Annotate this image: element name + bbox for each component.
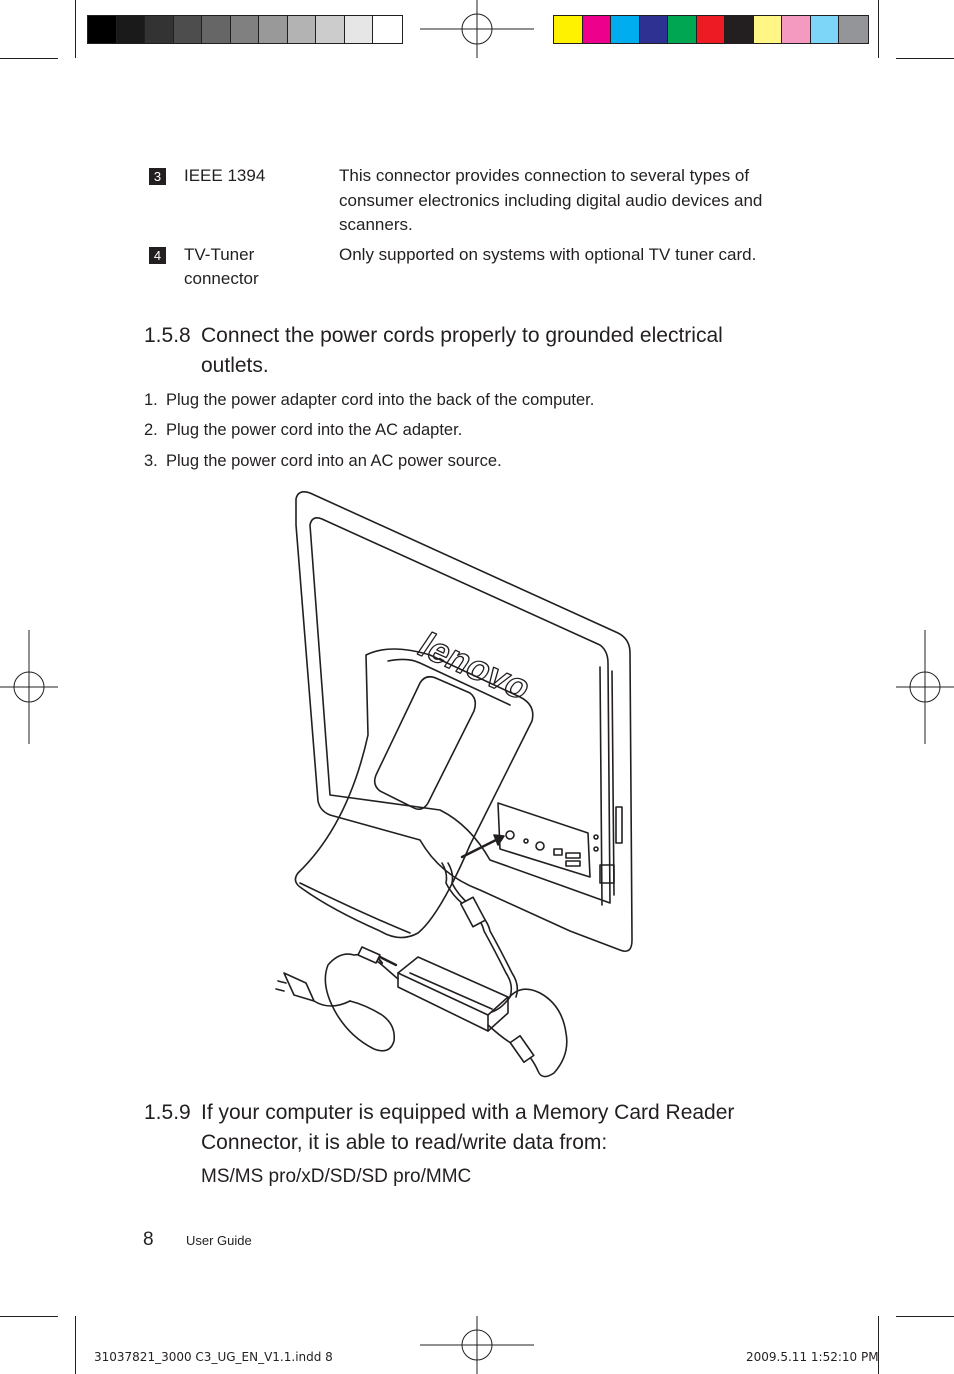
section-heading-1-5-9: 1.5.9 If your computer is equipped with a…	[144, 1098, 864, 1158]
process-swatch	[611, 16, 640, 43]
process-swatch	[725, 16, 754, 43]
registration-mark-left	[0, 630, 58, 744]
step-item: 3. Plug the power cord into an AC power s…	[144, 450, 502, 472]
process-swatch	[668, 16, 697, 43]
section-number: 1.5.9	[144, 1101, 191, 1124]
slug-timestamp: 2009.5.11 1:52:10 PM	[746, 1350, 879, 1364]
power-connection-illustration: lenovo	[275, 491, 633, 1078]
process-swatch	[696, 16, 725, 43]
grayscale-swatch	[230, 16, 259, 43]
step-text: Plug the power adapter cord into the bac…	[166, 391, 595, 409]
step-number: 1.	[144, 391, 158, 409]
grayscale-swatch	[287, 16, 316, 43]
registration-mark-bottom	[420, 1316, 534, 1374]
connector-description: Only supported on systems with optional …	[339, 245, 757, 264]
supported-media-list: MS/MS pro/xD/SD/SD pro/MMC	[201, 1166, 472, 1187]
grayscale-swatch	[88, 16, 117, 43]
registration-mark-right	[896, 630, 954, 744]
grayscale-swatch	[116, 16, 145, 43]
process-swatch	[839, 16, 868, 43]
connector-description: This connector provides connection to se…	[339, 166, 763, 234]
step-number: 2.	[144, 421, 158, 439]
process-swatch	[554, 16, 583, 43]
process-swatch	[810, 16, 839, 43]
connector-name: TV-Tuner connector	[184, 245, 259, 288]
section-number: 1.5.8	[144, 324, 191, 347]
grayscale-swatch	[373, 16, 402, 43]
process-swatch	[639, 16, 668, 43]
process-swatch	[753, 16, 782, 43]
section-title-line1: If your computer is equipped with a Memo…	[201, 1101, 735, 1124]
step-text: Plug the power cord into the AC adapter.	[166, 421, 463, 439]
grayscale-swatch	[202, 16, 231, 43]
section-title-line1: Connect the power cords properly to grou…	[201, 324, 723, 347]
step-item: 2. Plug the power cord into the AC adapte…	[144, 419, 462, 441]
footer-label: User Guide	[186, 1233, 252, 1248]
slug-filename: 31037821_3000 C3_UG_EN_V1.1.indd 8	[94, 1350, 333, 1364]
step-text: Plug the power cord into an AC power sou…	[166, 452, 502, 470]
callout-badge: 4	[149, 247, 166, 264]
section-title-line2: outlets.	[201, 354, 269, 377]
process-swatch	[582, 16, 611, 43]
step-item: 1. Plug the power adapter cord into the b…	[144, 389, 594, 411]
lenovo-logo: lenovo	[410, 625, 539, 706]
section-heading-1-5-8: 1.5.8 Connect the power cords properly to…	[144, 321, 844, 381]
page-number: 8	[143, 1229, 154, 1250]
connector-name: IEEE 1394	[184, 166, 266, 185]
grayscale-swatch	[316, 16, 345, 43]
step-number: 3.	[144, 452, 158, 470]
grayscale-swatch	[145, 16, 174, 43]
section-title-line2: Connector, it is able to read/write data…	[201, 1131, 608, 1154]
grayscale-swatch	[344, 16, 373, 43]
grayscale-swatch	[173, 16, 202, 43]
process-color-bar	[553, 15, 869, 44]
process-swatch	[782, 16, 811, 43]
grayscale-color-bar	[87, 15, 403, 44]
callout-badge: 3	[149, 168, 166, 185]
registration-mark-top	[420, 0, 534, 58]
grayscale-swatch	[259, 16, 288, 43]
